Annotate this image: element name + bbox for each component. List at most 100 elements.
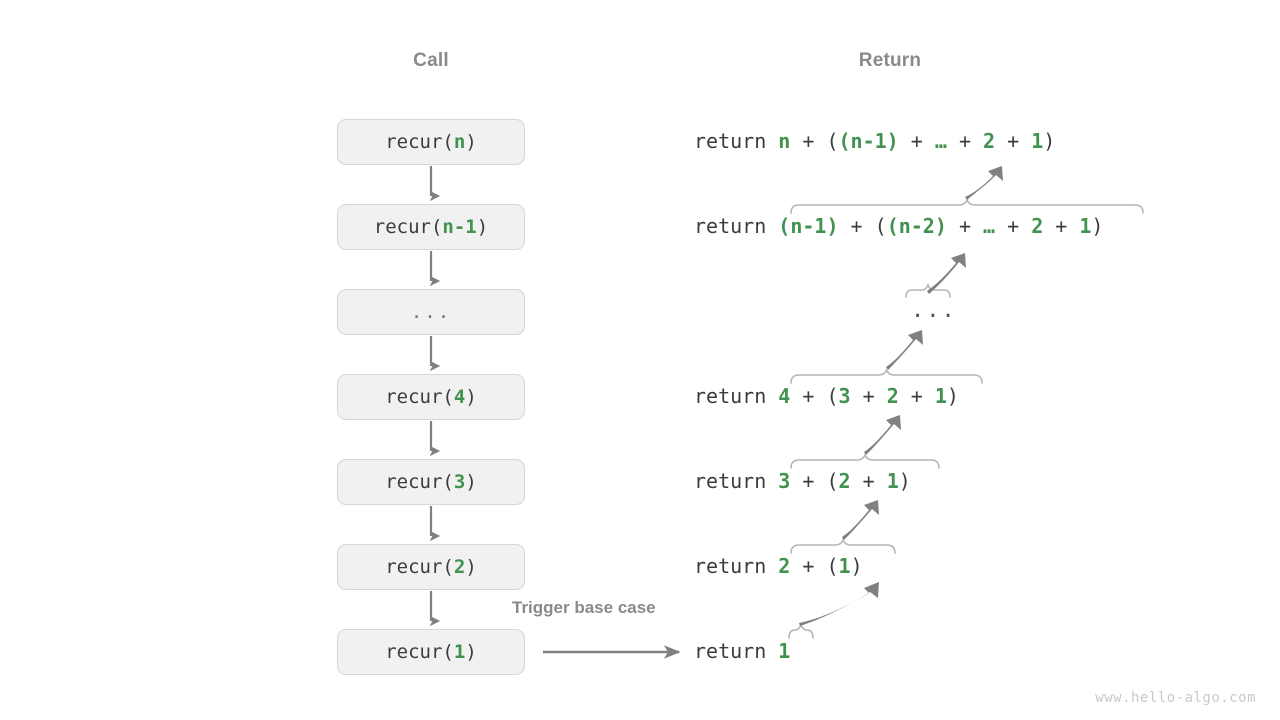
expr-value: 1 (1031, 129, 1044, 153)
space (766, 639, 778, 663)
call-box-2[interactable]: recur(2) (337, 544, 525, 590)
return-expression: n + ((n-1) + … + 2 + 1) (778, 129, 1055, 153)
expr-operator: + (850, 384, 887, 408)
return-line-n-1: return (n-1) + ((n-2) + … + 2 + 1) (694, 216, 1103, 236)
return-arrow-2 (842, 500, 879, 540)
brace-return-ellipsis (905, 282, 951, 298)
return-arrow-3 (864, 415, 901, 455)
expr-value: … (934, 129, 947, 153)
call-box-fn-name: recur( (373, 216, 443, 238)
call-box-argument: 2 (453, 556, 466, 578)
expr-value: (n-1) (838, 129, 899, 153)
expr-value: 1 (886, 469, 899, 493)
expr-value: 3 (778, 469, 791, 493)
expr-operator: + ( (790, 554, 839, 578)
expr-value: 1 (838, 554, 851, 578)
return-keyword: return (694, 384, 767, 408)
expr-value: (n-1) (778, 214, 839, 238)
space (766, 554, 778, 578)
call-box-4[interactable]: recur(4) (337, 374, 525, 420)
return-ellipsis: ... (911, 298, 957, 323)
call-box-3[interactable]: recur(3) (337, 459, 525, 505)
return-keyword: return (694, 639, 767, 663)
return-keyword: return (694, 554, 767, 578)
brace-return-line-4 (790, 367, 983, 384)
return-line-n: return n + ((n-1) + … + 2 + 1) (694, 131, 1055, 151)
return-expression: 4 + (3 + 2 + 1) (778, 384, 959, 408)
call-box-argument: 3 (453, 471, 466, 493)
expr-operator: + (946, 214, 984, 238)
expr-operator: ) (1091, 214, 1104, 238)
space (766, 129, 778, 153)
expr-operator: + ( (790, 469, 839, 493)
expr-value: n (778, 129, 791, 153)
return-expression: 3 + (2 + 1) (778, 469, 910, 493)
expr-value: 1 (1079, 214, 1092, 238)
expr-operator: + ( (838, 214, 887, 238)
expr-operator: + (946, 129, 984, 153)
call-box-close-paren: ) (465, 556, 477, 578)
brace-return-line-2 (790, 537, 896, 554)
space (766, 384, 778, 408)
return-arrow-1 (799, 582, 879, 626)
call-box-fn-name: recur( (385, 556, 454, 578)
space (766, 469, 778, 493)
call-box-argument: 1 (453, 641, 466, 663)
call-box-n[interactable]: recur(n) (337, 119, 525, 165)
call-box-argument: 4 (453, 386, 466, 408)
expr-value: 2 (838, 469, 851, 493)
expr-value: 2 (778, 554, 791, 578)
call-box-dots[interactable]: ... (337, 289, 525, 335)
call-box-close-paren: ) (465, 131, 477, 153)
call-box-close-paren: ) (465, 641, 477, 663)
expr-value: (n-2) (886, 214, 947, 238)
expr-operator: + ( (790, 129, 839, 153)
call-box-fn-name: recur( (385, 641, 454, 663)
expr-value: 4 (778, 384, 791, 408)
expr-operator: ) (898, 469, 911, 493)
call-box-fn-name: recur( (385, 386, 454, 408)
brace-return-line-1 (788, 622, 814, 639)
return-keyword: return (694, 214, 767, 238)
return-arrow-n-1 (965, 166, 1003, 200)
return-keyword: return (694, 129, 767, 153)
expr-operator: + (1043, 214, 1080, 238)
call-box-n-1[interactable]: recur(n-1) (337, 204, 525, 250)
expr-operator: ) (946, 384, 959, 408)
return-line-2: return 2 + (1) (694, 556, 863, 576)
call-box-fn-name: recur( (385, 471, 454, 493)
return-arrow-4 (886, 330, 923, 370)
return-expression: 2 + (1) (778, 554, 862, 578)
expr-operator: + (995, 129, 1032, 153)
column-header-call: Call (413, 50, 449, 71)
expr-operator: + (995, 214, 1032, 238)
expr-operator: + (898, 129, 935, 153)
call-box-close-paren: ) (465, 386, 477, 408)
call-box-close-paren: ) (476, 216, 489, 238)
expr-operator: + (898, 384, 935, 408)
trigger-base-case-label: Trigger base case (512, 598, 656, 617)
expr-operator: + ( (790, 384, 839, 408)
call-box-argument: n (453, 131, 466, 153)
expr-value: 2 (983, 129, 996, 153)
return-arrow-dots (927, 253, 966, 294)
call-box-fn-name: recur( (385, 131, 454, 153)
return-expression: 1 (778, 639, 790, 663)
expr-operator: ) (1043, 129, 1056, 153)
brace-return-line-3 (790, 452, 940, 469)
space (766, 214, 778, 238)
call-box-argument: n-1 (442, 216, 477, 238)
column-header-return: Return (858, 50, 922, 71)
call-box-ellipsis: ... (410, 301, 452, 323)
call-box-1[interactable]: recur(1) (337, 629, 525, 675)
expr-value: 2 (1031, 214, 1044, 238)
return-keyword: return (694, 469, 767, 493)
expr-value: 1 (778, 639, 791, 663)
return-line-3: return 3 + (2 + 1) (694, 471, 911, 491)
expr-value: 3 (838, 384, 851, 408)
return-expression: (n-1) + ((n-2) + … + 2 + 1) (778, 214, 1103, 238)
brace-return-line-n-1 (790, 197, 1144, 214)
watermark: www.hello-algo.com (1095, 690, 1256, 706)
call-box-close-paren: ) (465, 471, 477, 493)
